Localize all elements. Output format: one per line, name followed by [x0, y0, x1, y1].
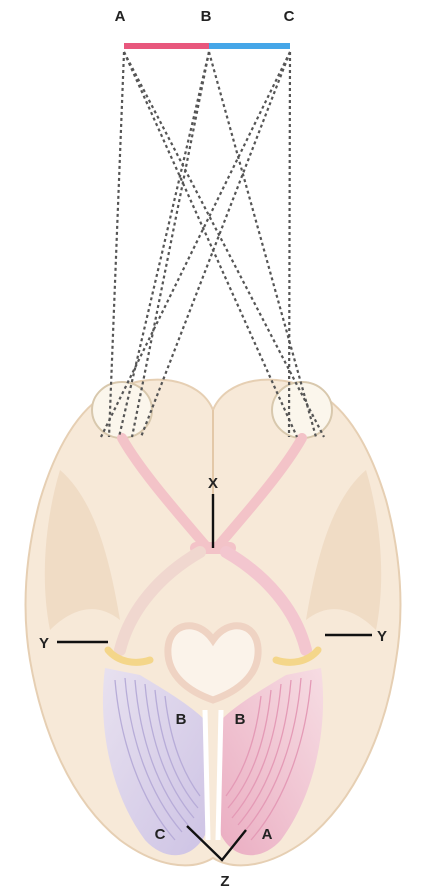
label-y-right: Y	[377, 628, 387, 645]
label-b-left: B	[176, 711, 187, 728]
ray-b-1	[132, 52, 209, 437]
label-top-b: B	[201, 8, 212, 25]
calcarine-left	[205, 710, 208, 840]
ray-c-3	[289, 52, 290, 437]
label-z: Z	[220, 873, 229, 890]
label-top-c: C	[284, 8, 295, 25]
label-c-bottom: C	[155, 826, 166, 843]
calcarine-right	[218, 710, 221, 840]
ray-a-left-1	[109, 52, 124, 437]
label-b-right: B	[235, 711, 246, 728]
label-x: X	[208, 475, 218, 492]
label-y-left: Y	[39, 635, 49, 652]
left-eye	[92, 382, 152, 438]
label-top-a: A	[115, 8, 126, 25]
brain-base	[25, 380, 400, 866]
projection-lines	[101, 52, 324, 437]
label-a-bottom: A	[262, 826, 273, 843]
